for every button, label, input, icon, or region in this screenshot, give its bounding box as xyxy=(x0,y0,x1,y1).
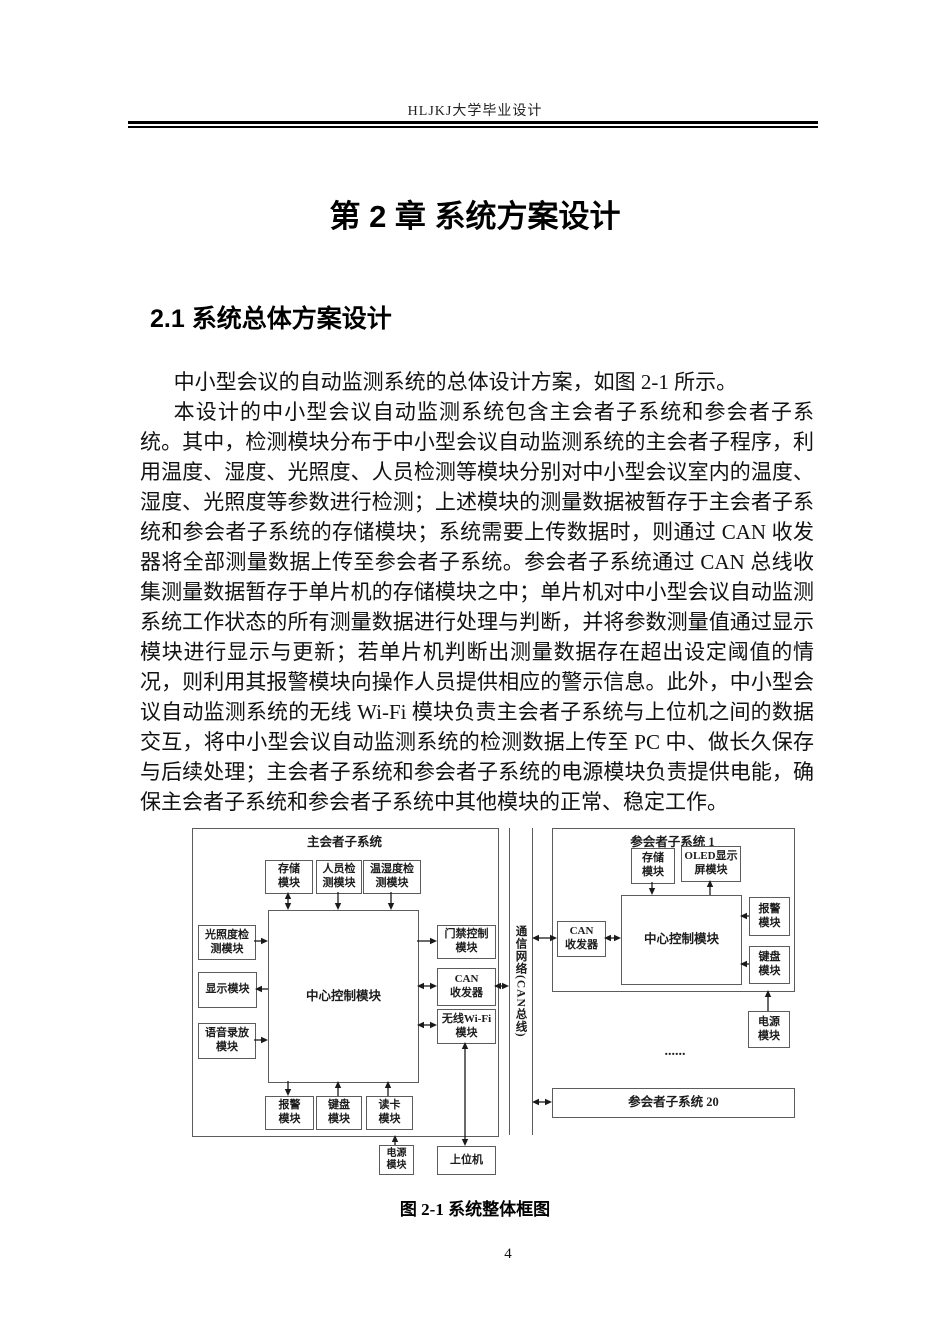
can-bus-label: 通信网络(CAN总线) xyxy=(514,925,527,1038)
box-main-voice-module: 语音录放 模块 xyxy=(198,1023,256,1059)
page-header-text: HLJKJ大学毕业设计 xyxy=(407,104,543,119)
box-p1-central-control-module: 中心控制模块 xyxy=(621,895,742,985)
box-main-keyboard-module: 键盘 模块 xyxy=(316,1096,362,1130)
can-bus-line-right xyxy=(532,828,533,1135)
box-main-display-module: 显示模块 xyxy=(198,972,257,1008)
body-paragraph-2: 本设计的中小型会议自动监测系统包含主会者子系统和参会者子系统。其中，检测模块分布… xyxy=(140,400,814,814)
box-main-wifi-module: 无线Wi-Fi 模块 xyxy=(437,1009,496,1044)
figure-caption: 图 2-1 系统整体框图 xyxy=(399,1200,551,1219)
box-main-temp-humidity-module: 温湿度检 测模块 xyxy=(363,860,421,894)
box-main-person-detect-module: 人员检 测模块 xyxy=(316,860,362,894)
box-p1-can-transceiver: CAN 收发器 xyxy=(557,921,606,957)
box-main-alarm-module: 报警 模块 xyxy=(265,1096,314,1130)
ellipsis-more-subsystems: ...... xyxy=(664,1044,686,1059)
box-main-storage-module: 存储 模块 xyxy=(265,860,313,894)
box-participant20: 参会者子系统 20 xyxy=(552,1088,795,1118)
box-p1-alarm-module: 报警 模块 xyxy=(749,897,790,936)
participant1-title: 参会者子系统 1 xyxy=(630,835,715,849)
body-paragraph-1: 中小型会议的自动监测系统的总体设计方案，如图 2-1 所示。 xyxy=(173,370,738,394)
box-p1-power-module: 电源 模块 xyxy=(748,1011,790,1048)
box-p1-keyboard-module: 键盘 模块 xyxy=(749,946,790,984)
body-text: 中小型会议的自动监测系统的总体设计方案，如图 2-1 所示。 本设计的中小型会议… xyxy=(140,367,814,817)
box-main-central-control-module: 中心控制模块 xyxy=(268,910,419,1083)
box-p1-oled-display-module: OLED显示 屏模块 xyxy=(681,846,741,882)
box-main-can-transceiver: CAN 收发器 xyxy=(437,968,496,1006)
chapter-title: 第 2 章 系统方案设计 xyxy=(329,199,621,234)
header-rule-bottom xyxy=(128,126,818,128)
box-host-pc: 上位机 xyxy=(437,1146,496,1175)
header-rule-top xyxy=(128,121,818,124)
page-number: 4 xyxy=(504,1246,512,1262)
main-subsystem-title: 主会者子系统 xyxy=(306,835,382,849)
box-main-card-reader-module: 读卡 模块 xyxy=(366,1096,413,1130)
box-main-door-control-module: 门禁控制 模块 xyxy=(437,925,496,959)
box-main-power-module: 电源 模块 xyxy=(379,1145,414,1175)
section-heading: 2.1 系统总体方案设计 xyxy=(150,305,392,333)
can-bus-line-left xyxy=(509,828,510,1135)
box-p1-storage-module: 存储 模块 xyxy=(631,848,675,884)
box-main-light-detect-module: 光照度检 测模块 xyxy=(198,925,256,960)
